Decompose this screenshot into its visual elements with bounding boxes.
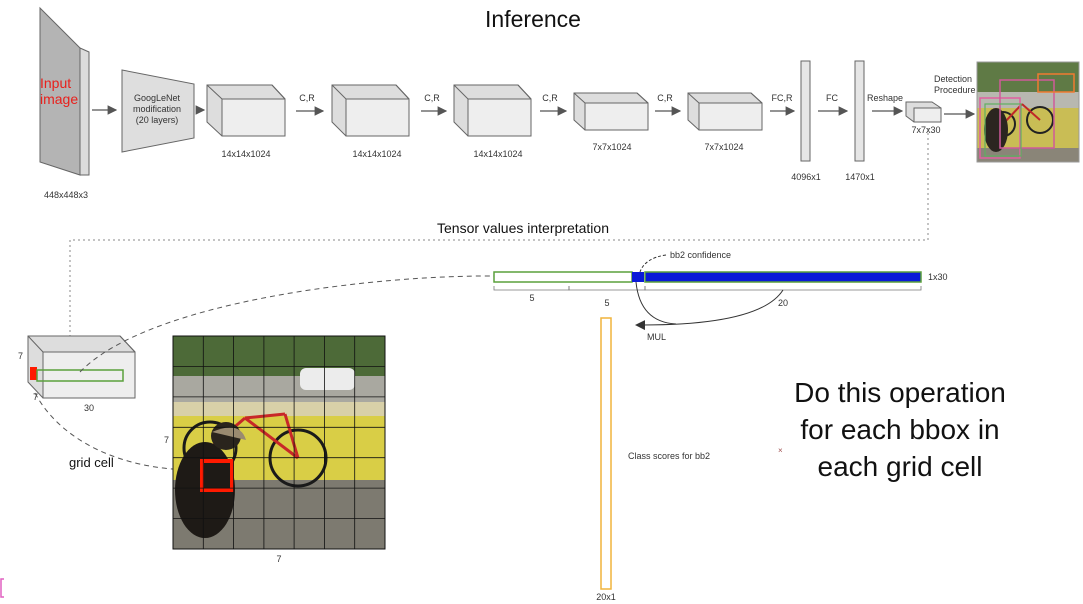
block4-dims: 7x7x1024 [592, 142, 631, 152]
input-image-label-1: Input [40, 75, 71, 91]
segment-label-1: 5 [529, 293, 534, 303]
googlenet-block [121, 69, 195, 153]
mul-arrow-scores [635, 289, 784, 331]
class-scores-bar [600, 317, 612, 590]
op-label-reshape: Reshape [867, 93, 903, 103]
conv-block-3 [453, 84, 532, 137]
grid-tensor-box [27, 335, 136, 399]
conv-block-5 [687, 92, 763, 131]
diagram-title: Inference [485, 6, 581, 32]
dashed-curve-cell [34, 392, 197, 471]
fc-layer-4096 [800, 60, 811, 162]
grid-photo-bottom: 7 [276, 554, 281, 564]
bb2-confidence-pointer [639, 254, 667, 273]
grid-tensor-bottom: 7 [33, 392, 38, 402]
tensor-vector-1x30 [493, 271, 922, 283]
op-label-fcr: FC,R [772, 93, 793, 103]
grid-tensor-side: 7 [18, 351, 23, 361]
input-image-slab [39, 6, 90, 176]
operation-note-line-1: Do this operation [794, 377, 1006, 408]
grid-photo-side: 7 [164, 435, 169, 445]
fc1-dims: 4096x1 [791, 172, 821, 182]
conv-block-1 [206, 84, 286, 137]
block1-dims: 14x14x1024 [221, 149, 270, 159]
op-label-3: C,R [542, 93, 558, 103]
operation-note-line-2: for each bbox in [800, 414, 1000, 445]
block2-dims: 14x14x1024 [352, 149, 401, 159]
dotted-connector [69, 128, 929, 336]
fc2-dims: 1470x1 [845, 172, 875, 182]
op-label-fc: FC [826, 93, 838, 103]
stray-mark: × [778, 446, 783, 455]
googlenet-label-2: modification [133, 104, 181, 114]
dashed-curve-tensor-to-vector [79, 275, 495, 373]
grid-photo [172, 335, 386, 550]
detection-label-1: Detection [934, 74, 972, 84]
segment-brackets [493, 286, 922, 291]
detection-result-image [976, 61, 1080, 163]
vector-dims: 1x30 [928, 272, 948, 282]
fc-layer-1470 [854, 60, 865, 162]
op-label-4: C,R [657, 93, 673, 103]
segment-label-3: 20 [778, 298, 788, 308]
op-label-1: C,R [299, 93, 315, 103]
mul-label: MUL [647, 332, 666, 342]
operation-note-line-3: each grid cell [817, 451, 983, 482]
output-tensor-small [905, 101, 942, 123]
googlenet-label-3: (20 layers) [136, 115, 179, 125]
grid-tensor-depth: 30 [84, 403, 94, 413]
block3-dims: 14x14x1024 [473, 149, 522, 159]
input-image-label-2: image [40, 91, 78, 107]
googlenet-label-1: GoogLeNet [134, 93, 181, 103]
detection-label-2: Procedure [934, 85, 976, 95]
operation-note: Do this operation for each bbox in each … [760, 374, 1040, 485]
conv-block-4 [573, 92, 649, 131]
stray-bracket [0, 578, 4, 598]
conv-block-2 [331, 84, 410, 137]
input-dims: 448x448x3 [44, 190, 88, 200]
grid-cell-label: grid cell [69, 455, 114, 470]
class-scores-label: Class scores for bb2 [628, 451, 710, 461]
op-label-2: C,R [424, 93, 440, 103]
output-tensor-dims: 7x7x30 [911, 125, 940, 135]
tensor-interpretation-title: Tensor values interpretation [437, 220, 609, 236]
bb2-confidence-label: bb2 confidence [670, 250, 731, 260]
mul-arrow-confidence [635, 281, 677, 325]
segment-label-2: 5 [604, 298, 609, 308]
block5-dims: 7x7x1024 [704, 142, 743, 152]
class-scores-dims: 20x1 [596, 592, 616, 602]
